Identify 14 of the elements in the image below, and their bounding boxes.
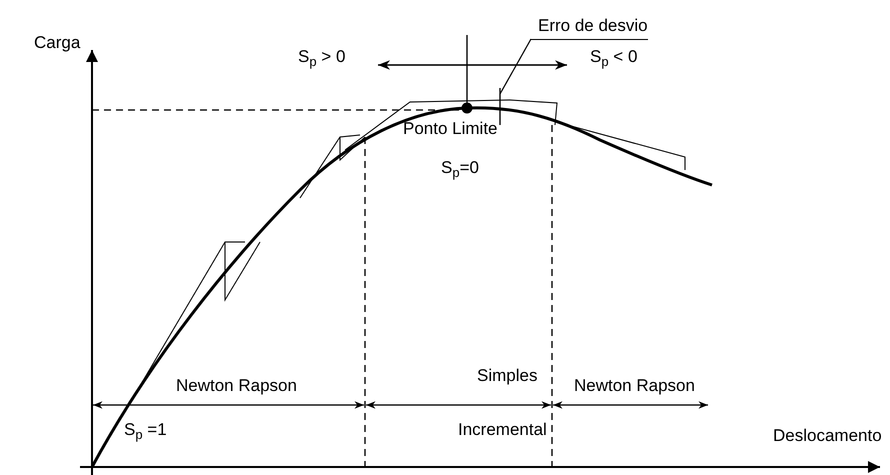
leader-line [499,38,532,94]
stiffness-label: S$_{p}$ =1 [124,420,167,440]
method-label: Newton Rapson [176,376,297,396]
callout-text: Erro de desvio [530,16,648,40]
region-label: S$_{p}$ > 0 [298,47,346,67]
tick-mark [499,88,501,125]
point-label: Ponto Limite [403,119,498,139]
method-label: Incremental [458,420,547,440]
region-label: S$_{p}$ < 0 [590,47,638,67]
axis-label: Deslocamento [773,426,882,446]
method-label: Newton Rapson [574,376,695,396]
axis-label: Carga [34,33,80,53]
method-label: Simples [477,366,538,386]
stiffness-label: S$_{p}$=0 [441,158,479,178]
